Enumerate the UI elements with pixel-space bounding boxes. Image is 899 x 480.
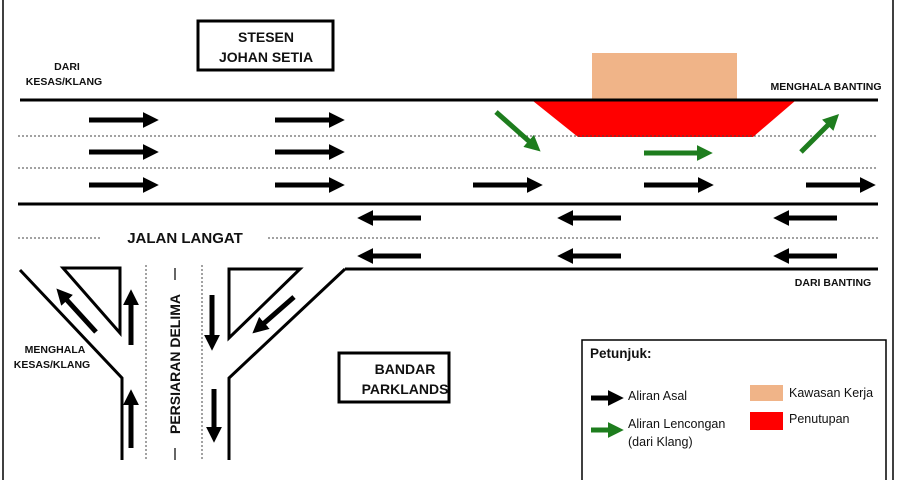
side-road-flow [56,288,296,448]
legend-closure-label: Penutupan [789,412,850,426]
road-edge-west-slip [18,268,124,460]
legend-original-flow-label: Aliran Asal [628,389,687,403]
diversion-flow [494,110,840,162]
traffic-island-west [59,266,122,337]
to-kesas-label-line1: MENGHALA [25,344,86,356]
from-banting-label: DARI BANTING [795,277,871,289]
side-road-name-label: PERSIARAN DELIMA [167,294,183,434]
work-zone-area [592,53,737,100]
legend-closure-swatch [750,412,783,430]
road-name-label: JALAN LANGAT [127,230,243,247]
station-label-line1: STESEN [238,29,294,45]
persiaran-delima-junction [18,265,347,460]
bandar-parklands-label: BANDAR PARKLANDS [337,351,451,404]
original-flow-eastbound [89,111,876,194]
flow-arrow [56,288,98,334]
legend-panel: Petunjuk: Aliran Asal Aliran Lencongan (… [581,339,887,480]
station-label-line2: JOHAN SETIA [219,49,313,65]
original-flow-westbound [357,209,837,265]
legend-diversion-flow-label-line2: (dari Klang) [628,435,693,449]
area-label-line1: BANDAR [375,361,436,377]
from-kesas-label-line2: KESAS/KLANG [26,76,102,88]
to-banting-label: MENGHALA BANTING [770,81,881,93]
legend-work-zone-swatch [750,385,783,401]
legend-title: Petunjuk: [590,346,652,361]
diversion-arrow [494,110,541,152]
to-kesas-label-line2: KESAS/KLANG [14,359,90,371]
traffic-island-east [227,267,304,342]
from-kesas-label-line1: DARI [54,61,80,73]
diversion-arrow [799,113,840,154]
lane-closure-area [533,101,795,137]
road-edge-east-slip [227,267,347,460]
flow-arrow [252,295,296,334]
legend-work-zone-label: Kawasan Kerja [789,386,873,400]
station-johan-setia-label: STESEN JOHAN SETIA [196,19,335,72]
area-label-line2: PARKLANDS [362,381,449,397]
legend-diversion-flow-label-line1: Aliran Lencongan [628,417,725,431]
